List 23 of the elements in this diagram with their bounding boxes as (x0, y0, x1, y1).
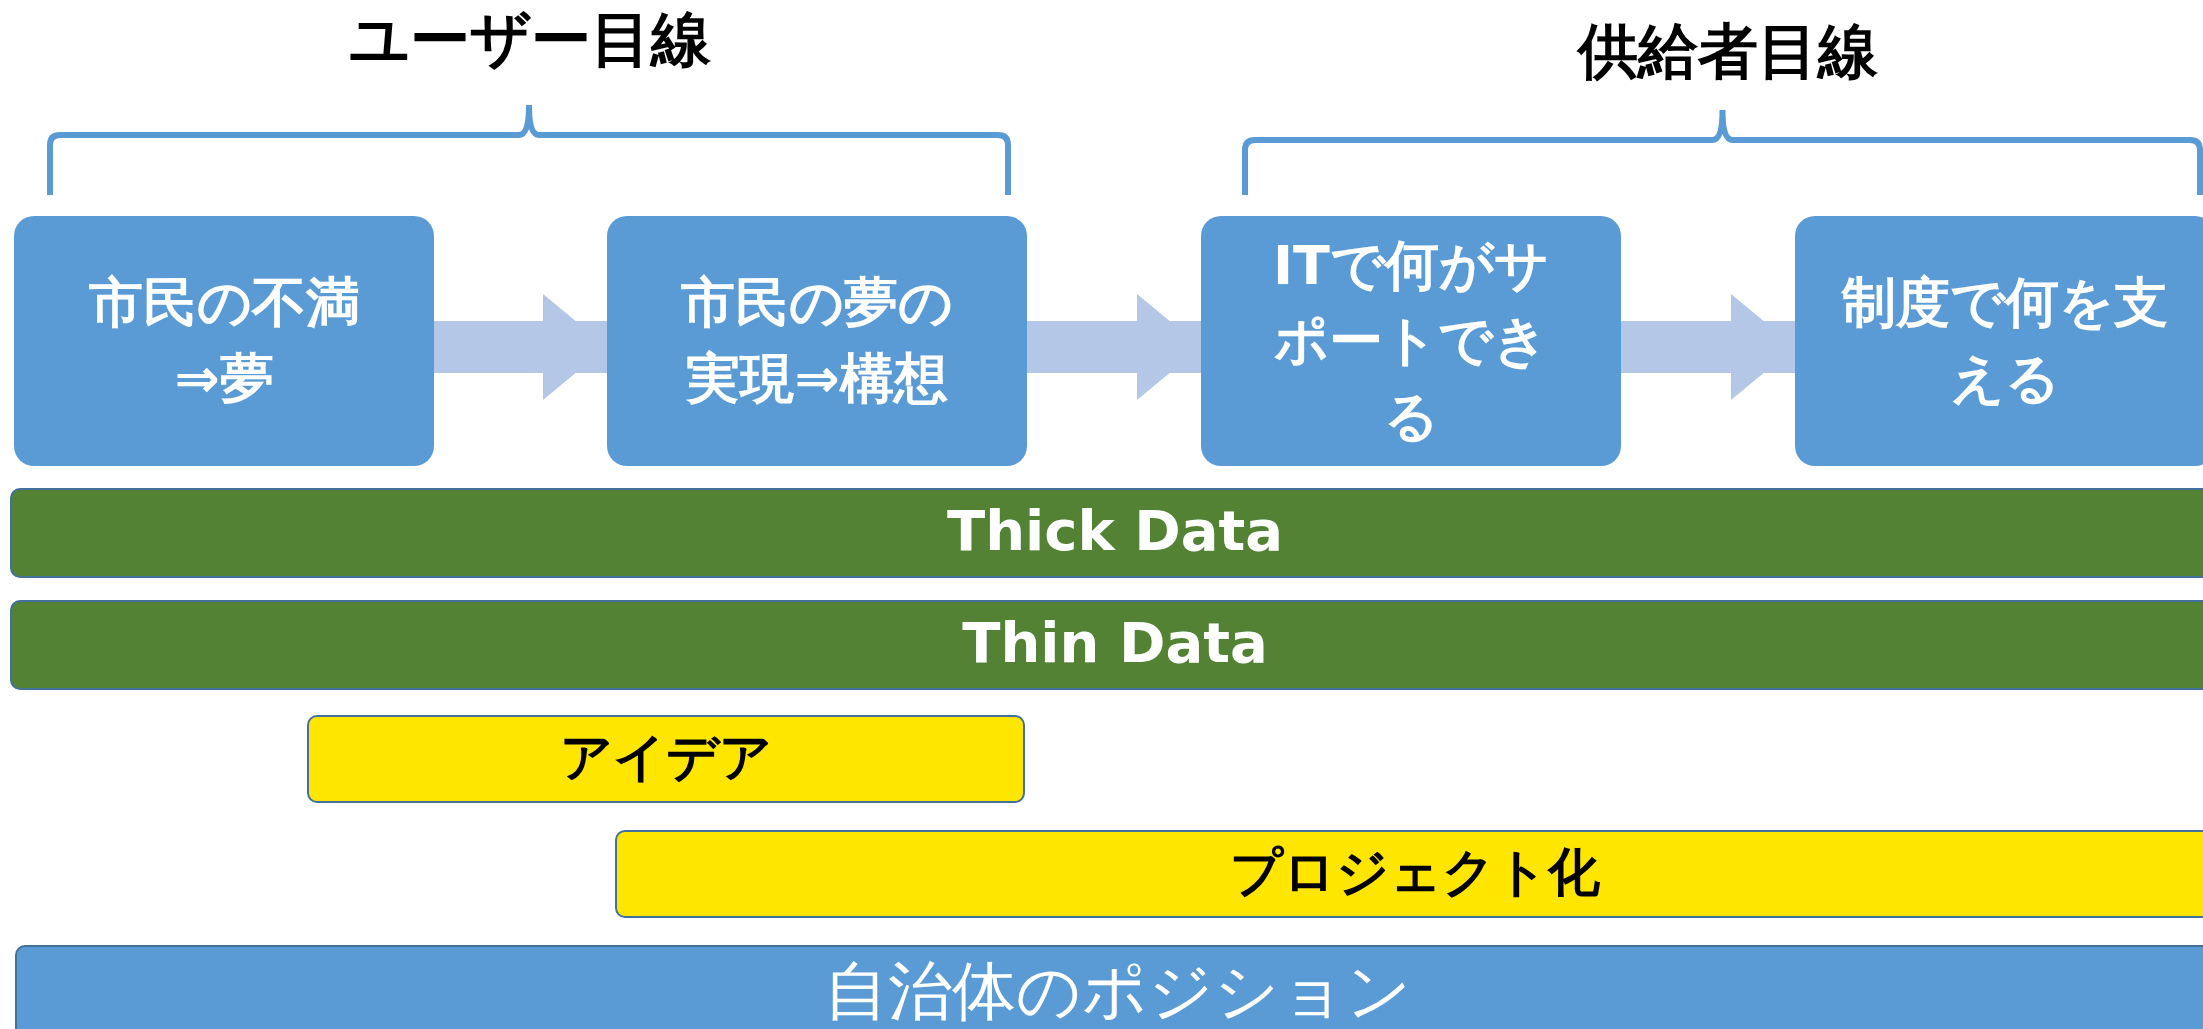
step-text: ITで何がサポートできる (1272, 232, 1550, 450)
band-text: Thin Data (962, 608, 1268, 677)
band-text: プロジェクト化 (1230, 840, 1600, 904)
band-text: Thick Data (947, 496, 1283, 565)
data-band (10, 600, 2203, 690)
step-text: 制度で何を支える (1840, 270, 2169, 412)
band-text: 自治体のポジション (823, 953, 1412, 1029)
process-box (607, 216, 1027, 466)
data-band (10, 488, 2203, 578)
block-arrow (1621, 294, 1795, 400)
process-box (1795, 216, 2203, 466)
step-text: 市民の夢の実現⇒構想 (680, 270, 954, 412)
phase-bar (307, 715, 1025, 803)
process-box (14, 216, 434, 466)
step-text: 市民の不満⇒夢 (87, 270, 361, 412)
position-band (15, 945, 2203, 1029)
band-text: アイデア (560, 725, 772, 789)
heading-text: ユーザー目線 (349, 3, 711, 76)
process-box (1201, 216, 1621, 466)
block-arrow (434, 294, 607, 400)
phase-bar (615, 830, 2203, 918)
heading-text: 供給者目線 (1578, 15, 1878, 88)
block-arrow (1027, 294, 1201, 400)
